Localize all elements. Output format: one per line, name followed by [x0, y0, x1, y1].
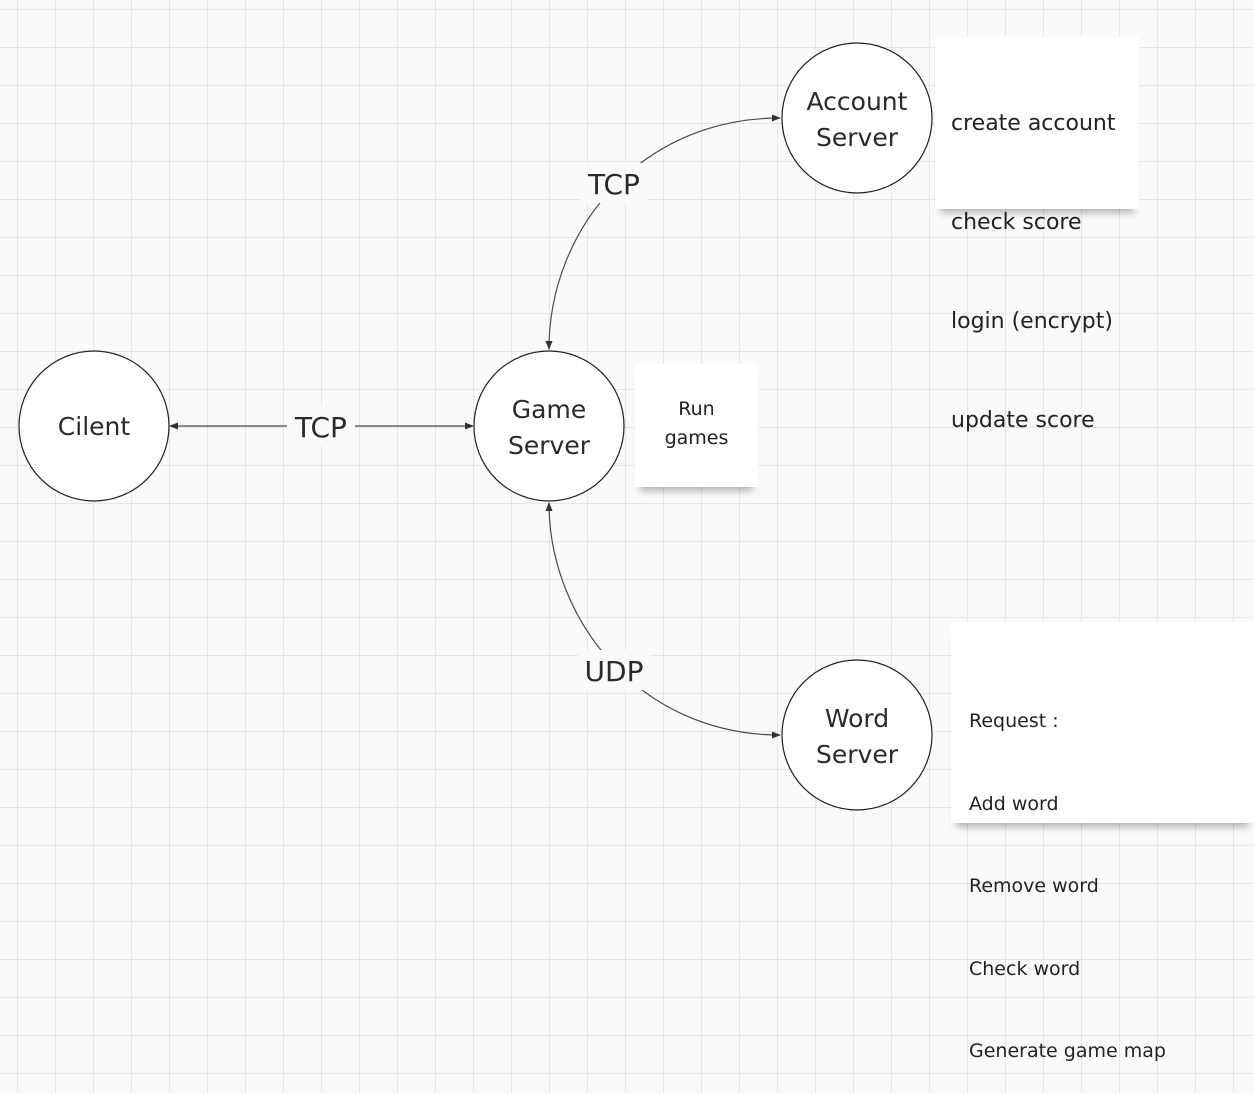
- note-account-line: check score: [951, 210, 1082, 235]
- edge-game-account[interactable]: [545, 114, 781, 350]
- note-account-line: update score: [951, 408, 1095, 433]
- sticky-note-account[interactable]: create account check score login (encryp…: [935, 37, 1139, 433]
- edge-game-word-label-bg: [578, 650, 650, 690]
- note-account-line: create account: [951, 111, 1116, 136]
- diagram-canvas: TCP TCP UDP Cilent Game Server Account S…: [18, 42, 933, 811]
- node-account-server[interactable]: Account Server: [781, 42, 933, 194]
- node-account-server-label-line2: Server: [816, 123, 899, 152]
- node-client[interactable]: Cilent: [18, 350, 170, 502]
- edge-client-game-label-bg: [287, 406, 355, 446]
- node-word-server[interactable]: Word Server: [781, 659, 933, 811]
- note-word-line: Generate game map: [969, 1040, 1166, 1062]
- note-game-line: games: [664, 427, 729, 449]
- edge-game-word-label: UDP: [585, 655, 644, 688]
- edge-client-game-label: TCP: [294, 411, 347, 444]
- node-word-server-circle: [781, 659, 933, 811]
- node-account-server-circle: [781, 42, 933, 194]
- node-game-server[interactable]: Game Server: [473, 350, 625, 502]
- node-client-circle: [18, 350, 170, 502]
- node-game-server-label-line2: Server: [508, 431, 591, 460]
- note-game-line: Run: [678, 398, 715, 420]
- note-word-line: Add word: [969, 792, 1059, 815]
- node-word-server-label-line2: Server: [816, 740, 899, 769]
- note-word-line: Remove word: [969, 875, 1099, 897]
- note-word-line: Request :: [969, 710, 1059, 732]
- node-game-server-label-line1: Game: [512, 395, 586, 424]
- edge-game-account-label: TCP: [587, 168, 640, 201]
- sticky-note-game[interactable]: Run games: [635, 364, 758, 487]
- node-word-server-label-line1: Word: [825, 704, 889, 733]
- edge-game-account-label-bg: [580, 163, 648, 203]
- node-game-server-circle: [473, 350, 625, 502]
- node-account-server-label-line1: Account: [807, 87, 908, 116]
- node-client-label: Cilent: [58, 412, 131, 441]
- note-word-line: Check word: [969, 957, 1081, 980]
- note-account-line: login (encrypt): [951, 309, 1113, 334]
- edge-game-word[interactable]: [545, 502, 781, 739]
- sticky-note-word[interactable]: Request : Add word Remove word Check wor…: [951, 622, 1254, 1062]
